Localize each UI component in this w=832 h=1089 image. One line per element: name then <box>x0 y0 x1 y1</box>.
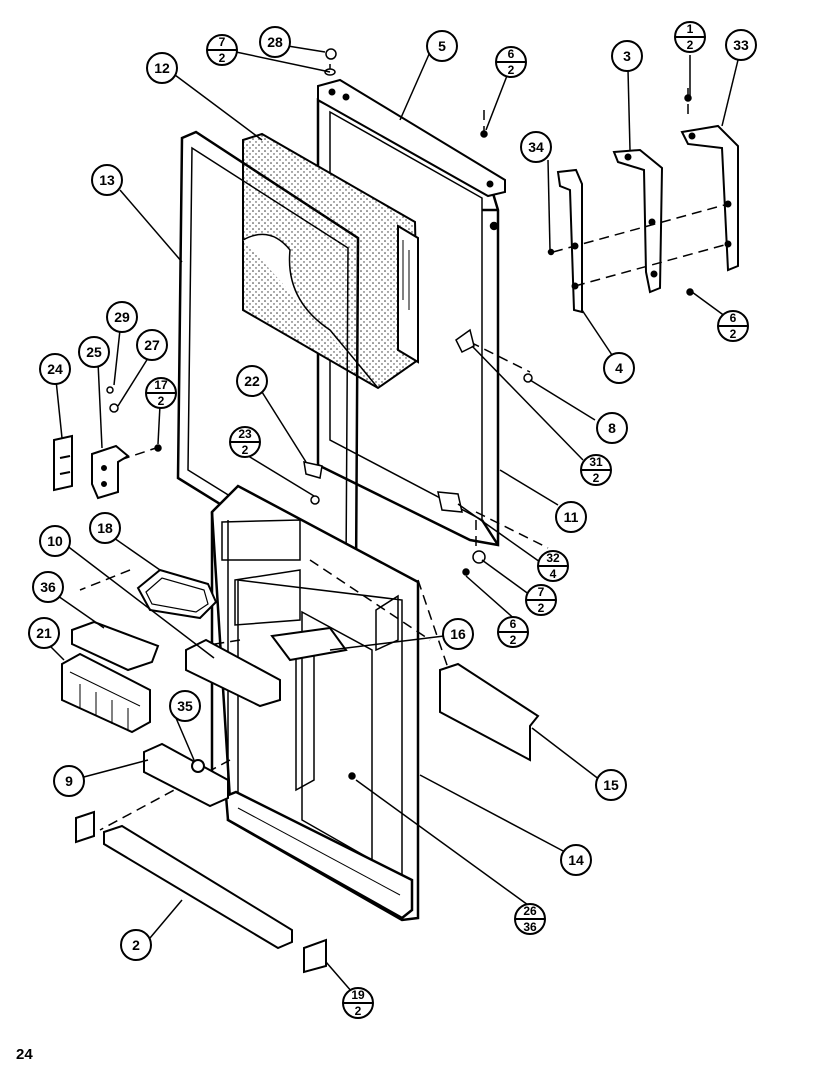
callout-14: 14 <box>568 852 584 868</box>
callout-36: 36 <box>40 579 56 595</box>
part-21-egg-tray <box>61 652 151 734</box>
fraction-callouts <box>145 21 749 1019</box>
callout-22: 22 <box>244 373 260 389</box>
fraction-6-2-bottom-num: 6 <box>510 617 517 631</box>
callout-4: 4 <box>615 360 623 376</box>
hinge-bracket-33 <box>680 124 739 272</box>
fraction-6-2-top-den: 2 <box>508 63 515 77</box>
fraction-6-2-right-den: 2 <box>730 327 737 341</box>
callout-18: 18 <box>97 520 113 536</box>
callout-9: 9 <box>65 773 73 789</box>
fraction-labels: 7 2 6 2 1 2 6 2 17 2 23 2 31 2 32 4 7 2 … <box>154 22 736 1018</box>
part-9-bin <box>143 742 229 808</box>
fraction-7-2-bottom-den: 2 <box>538 601 545 615</box>
callout-10: 10 <box>47 533 63 549</box>
fraction-19-2-den: 2 <box>355 1004 362 1018</box>
callout-15: 15 <box>603 777 619 793</box>
fraction-19-2-num: 19 <box>351 988 365 1002</box>
fraction-31-2-den: 2 <box>593 471 600 485</box>
callout-35: 35 <box>177 698 193 714</box>
callout-11: 11 <box>564 509 579 525</box>
part-32-bracket <box>437 491 463 513</box>
fraction-32-4-num: 32 <box>546 551 560 565</box>
callout-33: 33 <box>733 37 749 53</box>
part-36-lid <box>71 620 160 672</box>
fraction-23-2-num: 23 <box>238 427 252 441</box>
hinge-bracket-3 <box>612 148 664 294</box>
part-15-rail <box>439 662 540 762</box>
screws <box>106 48 694 780</box>
callout-labels: 12 13 28 5 3 33 34 4 8 11 29 25 27 24 22… <box>36 34 749 953</box>
callout-27: 27 <box>144 337 160 353</box>
fraction-23-2-den: 2 <box>242 443 249 457</box>
fraction-17-2-num: 17 <box>154 378 168 392</box>
callout-34: 34 <box>528 139 544 155</box>
fraction-7-2-bottom-num: 7 <box>538 585 545 599</box>
callout-28: 28 <box>267 34 283 50</box>
fraction-7-2-top-num: 7 <box>219 35 226 49</box>
callout-3: 3 <box>623 48 631 64</box>
part-31-bracket <box>455 328 475 354</box>
fraction-1-2-num: 1 <box>687 22 694 36</box>
inner-door-panel <box>210 484 420 922</box>
fraction-7-2-top-den: 2 <box>219 51 226 65</box>
fraction-6-2-bottom-den: 2 <box>510 633 517 647</box>
callout-16: 16 <box>450 626 466 642</box>
fraction-26-36-den: 36 <box>523 920 537 934</box>
leader-lines <box>43 41 739 993</box>
part-2-bottom-bar <box>75 810 327 974</box>
callout-2: 2 <box>132 937 140 953</box>
callout-13: 13 <box>99 172 115 188</box>
fraction-6-2-right-num: 6 <box>730 311 737 325</box>
fraction-26-36-num: 26 <box>523 904 537 918</box>
door-shelf-16 <box>270 626 348 662</box>
callout-25: 25 <box>86 344 102 360</box>
part-25-bracket <box>91 444 130 500</box>
callout-21: 21 <box>36 625 52 641</box>
part-22-clip <box>303 461 323 479</box>
page-number: 24 <box>16 1046 33 1063</box>
callout-5: 5 <box>438 38 446 54</box>
top-hinge-strip <box>317 78 506 198</box>
part-24-plate <box>53 434 73 492</box>
hinge-shim-4 <box>556 168 583 314</box>
callout-29: 29 <box>114 309 130 325</box>
part-18-basket <box>136 568 218 620</box>
fraction-31-2-num: 31 <box>589 455 603 469</box>
callouts <box>28 26 757 961</box>
callout-8: 8 <box>608 420 616 436</box>
callout-12: 12 <box>154 60 170 76</box>
fraction-17-2-den: 2 <box>158 394 165 408</box>
alignment-lines <box>79 64 729 831</box>
callout-24: 24 <box>47 361 63 377</box>
fraction-6-2-top-num: 6 <box>508 47 515 61</box>
fraction-1-2-den: 2 <box>687 38 694 52</box>
fraction-32-4-den: 4 <box>550 567 557 581</box>
part-10-rail <box>185 638 281 708</box>
door-liner <box>242 132 420 390</box>
